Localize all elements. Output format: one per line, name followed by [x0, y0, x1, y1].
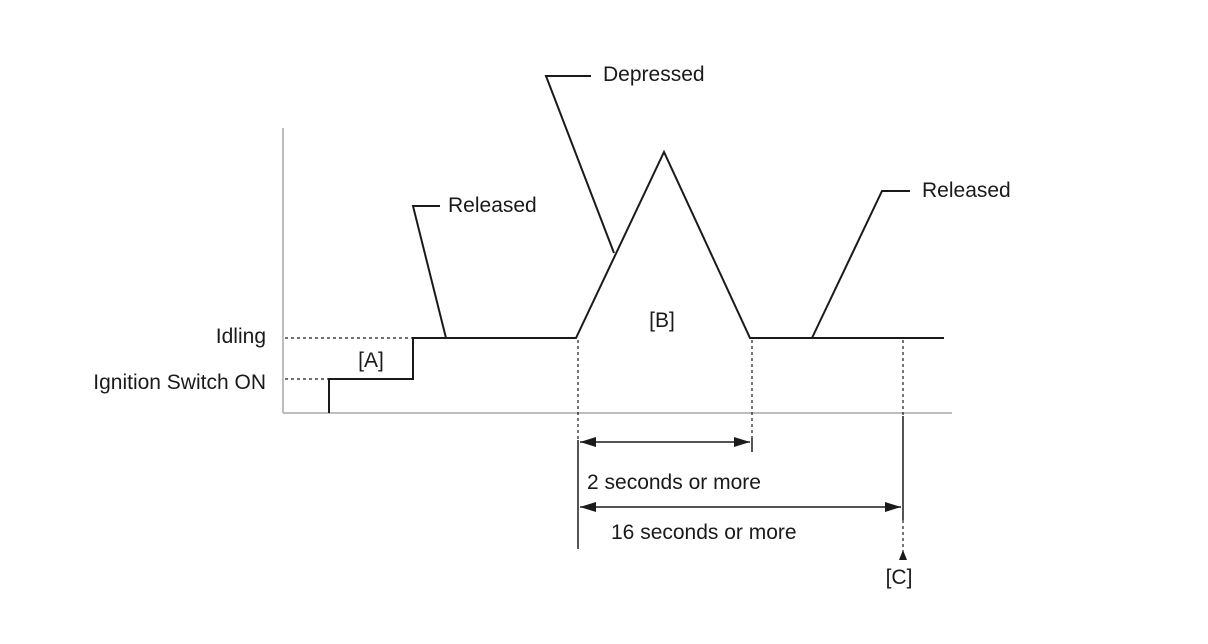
released-2-leader [811, 190, 910, 339]
depressed-leader [544, 75, 615, 254]
label-idling: Idling [216, 325, 266, 348]
dim-short-label: 2 seconds or more [587, 471, 761, 494]
marker-a: [A] [358, 349, 384, 372]
label-ignition-switch-on: Ignition Switch ON [93, 371, 266, 394]
label-depressed: Depressed [603, 63, 705, 86]
dim-long-label: 16 seconds or more [611, 521, 797, 544]
dim-short-arrow-left [580, 437, 596, 447]
label-released-1: Released [448, 194, 537, 217]
label-released-2: Released [922, 179, 1011, 202]
marker-c: [C] [886, 566, 913, 589]
released-1-leader [411, 205, 447, 339]
pedal-signal-waveform [328, 149, 944, 413]
dim-long-arrow-left [580, 502, 596, 512]
dim-long-arrow-right [885, 502, 901, 512]
dim-short-arrow-right [734, 437, 750, 447]
point-c-arrow [899, 550, 907, 560]
marker-b: [B] [649, 309, 675, 332]
